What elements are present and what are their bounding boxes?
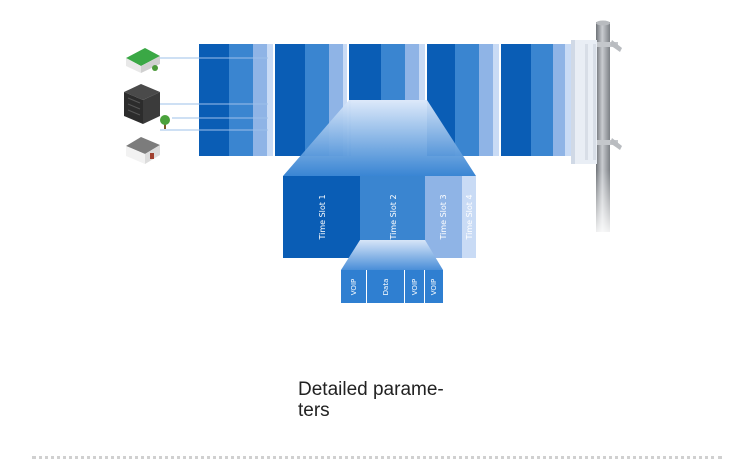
caption-line-1: Detailed parame- — [298, 379, 444, 400]
office-building-icon — [124, 84, 160, 124]
time-slot-1 — [283, 176, 360, 258]
time-slot-funnel — [283, 100, 476, 176]
connection-lines — [160, 57, 268, 131]
time-slot-2-label: Time Slot 2 — [389, 194, 398, 240]
packet-voip-3-label: VOIP — [430, 279, 438, 295]
antenna-pole — [584, 20, 622, 240]
green-house-icon — [126, 48, 160, 73]
time-slots: Time Slot 1 Time Slot 2 Time Slot 3 Time… — [283, 176, 476, 258]
time-slot-4-label: Time Slot 4 — [465, 194, 474, 240]
caption: Detailed parame- ters — [298, 379, 444, 421]
packet-data-label: Data — [382, 279, 390, 296]
dotted-divider — [32, 456, 722, 459]
time-slot-3 — [425, 176, 462, 258]
packet-voip-2 — [405, 270, 424, 303]
packet-voip-1 — [341, 270, 366, 303]
time-slot-1-label: Time Slot 1 — [318, 194, 327, 240]
packet-voip-3 — [425, 270, 443, 303]
time-slot-4 — [462, 176, 476, 258]
time-slot-3-label: Time Slot 3 — [439, 194, 448, 240]
packet-voip-1-label: VOIP — [350, 279, 358, 295]
caption-line-2: ters — [298, 400, 330, 421]
sector-antenna — [571, 40, 597, 164]
packets: VOIP Data VOIP VOIP — [341, 270, 443, 303]
packet-voip-2-label: VOIP — [411, 279, 419, 295]
white-house-icon — [126, 137, 160, 164]
tree-icon — [160, 115, 170, 129]
packet-funnel — [341, 240, 443, 270]
packet-data — [367, 270, 404, 303]
